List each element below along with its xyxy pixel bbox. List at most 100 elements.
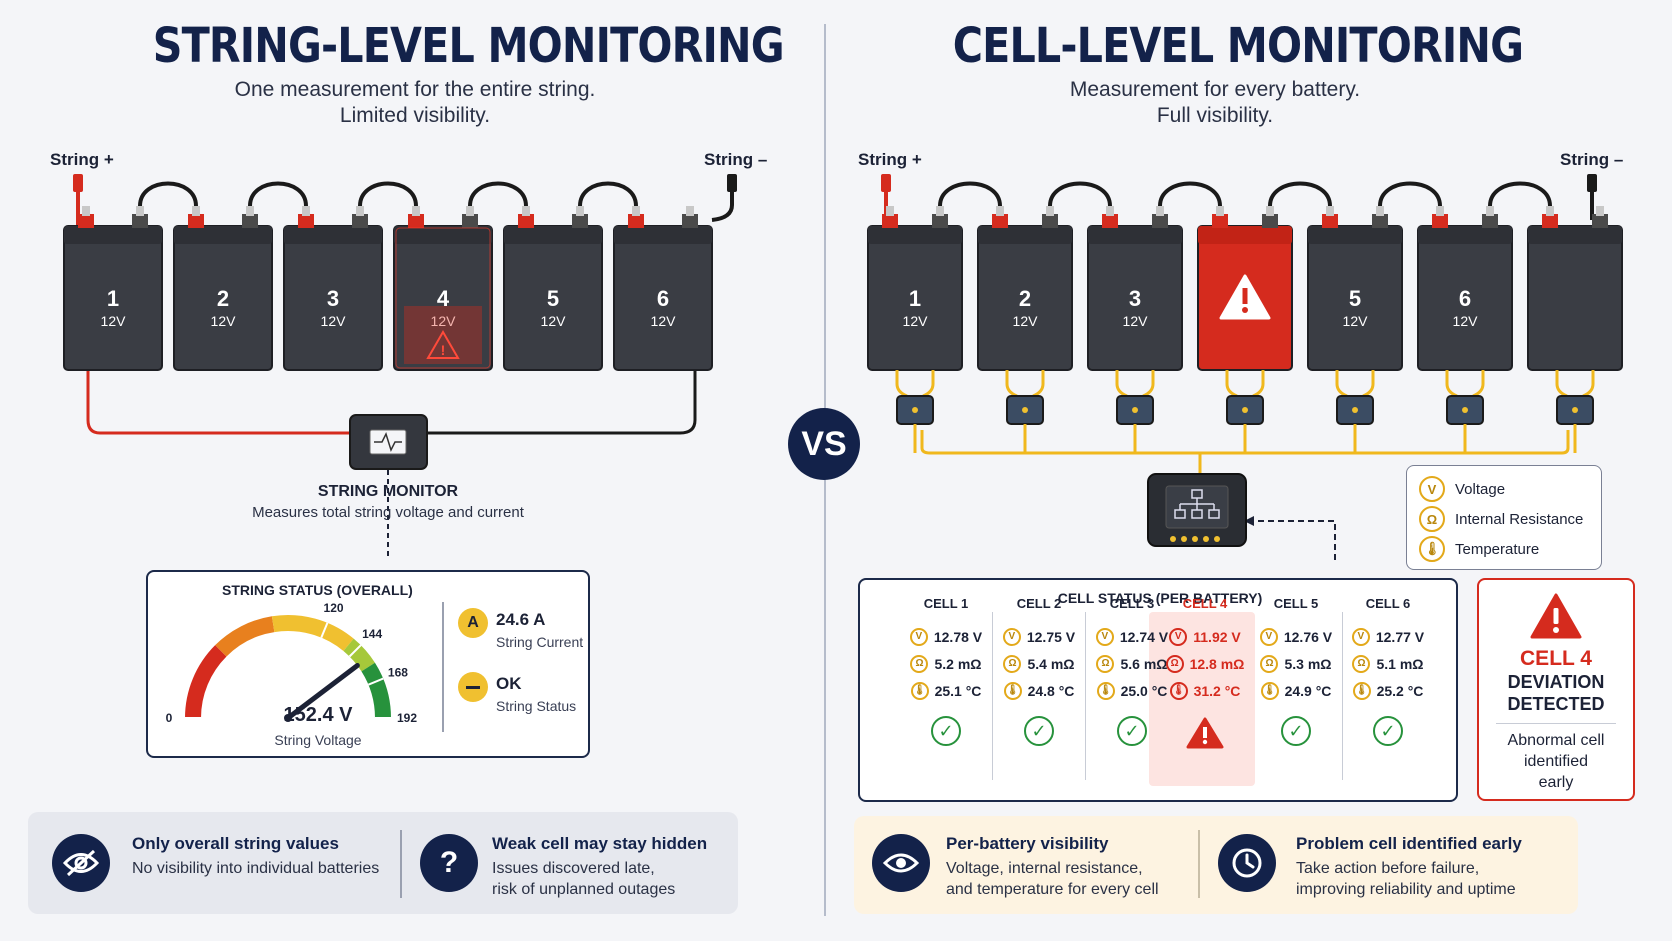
positive-terminal <box>1542 214 1558 228</box>
gauge-tick-label: 192 <box>397 711 417 725</box>
left-bottom-text-2a: Issues discovered late, <box>492 860 655 877</box>
cell-name: CELL 5 <box>1273 596 1319 611</box>
negative-terminal <box>352 214 368 228</box>
terminal-post <box>1486 206 1494 216</box>
cell-column-divider <box>1342 612 1343 780</box>
cell-name: CELL 6 <box>1365 596 1411 611</box>
cell-temperature: 25.0 °C <box>1120 682 1168 699</box>
positive-terminal <box>518 214 534 228</box>
battery-number: 2 <box>1019 286 1031 311</box>
gauge-tick-label: 120 <box>324 601 344 615</box>
thermometer-icon: 🌡 <box>1260 681 1279 700</box>
battery-voltage: 12V <box>651 313 677 329</box>
resistance-icon: Ω <box>1165 654 1184 673</box>
cell-resistance: 5.3 mΩ <box>1284 655 1332 672</box>
right-bottom-text-2a: Take action before failure, <box>1296 860 1480 877</box>
terminal-post <box>686 206 694 216</box>
terminal-post <box>632 206 640 216</box>
cell-name: CELL 2 <box>1016 596 1062 611</box>
terminal-post <box>192 206 200 216</box>
terminal-post <box>996 206 1004 216</box>
cell-name: CELL 1 <box>923 596 969 611</box>
terminal-post <box>136 206 144 216</box>
resistance-icon: Ω <box>1260 654 1279 673</box>
positive-terminal <box>1102 214 1118 228</box>
positive-terminal <box>1212 214 1228 228</box>
negative-terminal <box>682 214 698 228</box>
status-dash-icon <box>458 672 488 702</box>
current-icon: A <box>458 608 488 638</box>
voltage-icon: V <box>1419 476 1445 502</box>
jumper-cable <box>1488 181 1552 207</box>
jumper-cable <box>358 181 418 207</box>
right-negative-plug <box>1587 174 1597 192</box>
jumper-cable <box>1158 181 1222 207</box>
voltage-icon: V <box>1351 627 1370 646</box>
string-voltage-label: String Voltage <box>274 732 362 748</box>
left-bottom-text-2b: risk of unplanned outages <box>492 881 676 898</box>
sense-lead <box>1142 370 1155 398</box>
battery-number: 4 <box>437 286 450 311</box>
cell-resistance: 5.4 mΩ <box>1027 655 1075 672</box>
gauge-tick <box>320 622 329 639</box>
resistance-icon: Ω <box>910 654 929 673</box>
left-subtitle-2: Limited visibility. <box>339 104 491 127</box>
cell-column-divider <box>992 612 993 780</box>
cell-temperature-row: 🌡24.8 °C <box>993 677 1085 704</box>
gauge-band <box>343 638 375 672</box>
alert-line-detected: DETECTED <box>1507 694 1605 714</box>
check-icon: ✓ <box>1281 716 1311 746</box>
gauge-hub <box>284 714 292 722</box>
terminal-post <box>886 206 894 216</box>
battery-number: 6 <box>1459 286 1471 311</box>
terminal-post <box>1596 206 1604 216</box>
eye-icon <box>872 834 930 892</box>
left-sense-wire-black <box>427 370 697 435</box>
battery-number: 6 <box>657 286 669 311</box>
alert-desc-1: Abnormal cell <box>1507 732 1605 749</box>
battery-number: 2 <box>217 286 229 311</box>
thermometer-icon: 🌡 <box>1096 681 1115 700</box>
hub-led-row <box>1170 536 1220 542</box>
deviation-alert-panel: CELL 4 DEVIATION DETECTED Abnormal cell … <box>1477 578 1635 801</box>
cell-temperature: 25.2 °C <box>1376 682 1424 699</box>
check-icon: ✓ <box>1117 716 1147 746</box>
terminal-post <box>82 206 90 216</box>
gauge-tick-label: 0 <box>166 711 173 725</box>
cell-voltage: 12.77 V <box>1375 628 1425 645</box>
cell-4-highlight <box>1149 612 1255 786</box>
negative-terminal <box>242 214 258 228</box>
check-icon: ✓ <box>931 716 961 746</box>
cell-voltage: 12.78 V <box>933 628 983 645</box>
right-battery-7 <box>1527 206 1623 371</box>
left-bottom-text-1: No visibility into individual batteries <box>132 860 380 877</box>
right-string-minus-label: String – <box>1560 150 1624 169</box>
alert-cell-name: CELL 4 <box>1520 647 1592 670</box>
question-icon: ? <box>420 834 478 892</box>
resistance-icon: Ω <box>1003 654 1022 673</box>
cell-temperature-row: 🌡25.2 °C <box>1342 677 1434 704</box>
gauge-tick-label: 168 <box>388 665 408 679</box>
legend-temperature: 🌡Temperature <box>1419 534 1589 564</box>
cell-voltage: 11.92 V <box>1193 628 1241 645</box>
right-bottom-divider <box>1198 830 1200 898</box>
cell-temperature: 31.2 °C <box>1193 682 1241 699</box>
terminal-post <box>1436 206 1444 216</box>
legend-temperature-label: Temperature <box>1455 540 1540 558</box>
string-status-value: OK <box>496 674 522 693</box>
battery-number: 5 <box>1349 286 1361 311</box>
jumper-cable <box>938 181 1002 207</box>
jumper-cable <box>1378 181 1442 207</box>
battery-voltage: 12V <box>1123 313 1149 329</box>
cell-voltage: 12.74 V <box>1119 628 1169 645</box>
